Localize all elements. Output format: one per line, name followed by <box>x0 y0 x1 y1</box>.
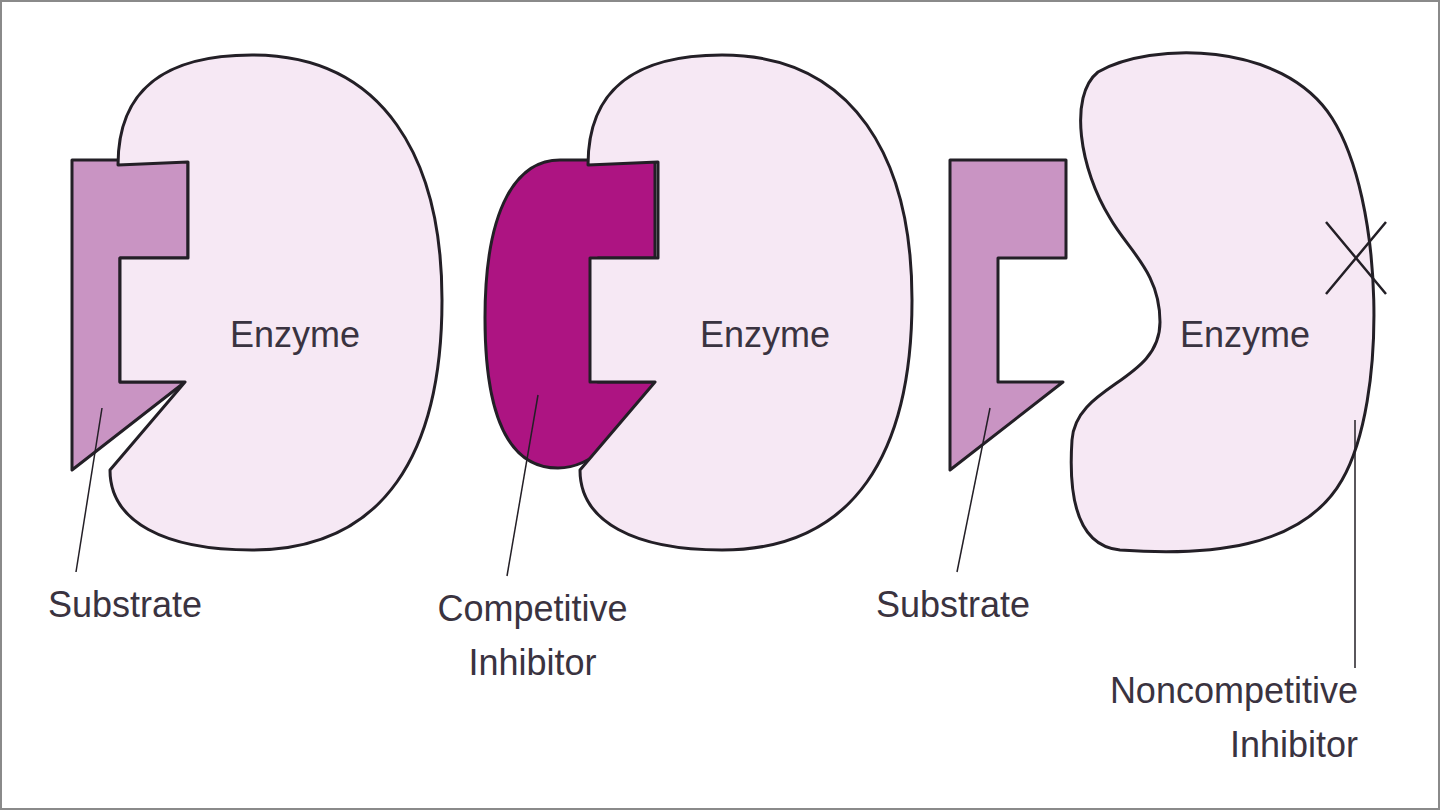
leader-line <box>507 395 538 576</box>
substrate-label: Substrate <box>48 578 278 632</box>
inhibitor-label: Noncompetitive Inhibitor <box>1000 664 1358 772</box>
substrate-label: Substrate <box>876 578 1106 632</box>
enzyme-shape <box>1060 35 1400 565</box>
substrate-shape <box>60 150 200 620</box>
enzyme-node: Enzyme <box>570 45 920 560</box>
binding-site-mark <box>1326 222 1386 294</box>
enzyme-shape <box>100 45 450 560</box>
enzyme-shape-outline <box>110 55 442 550</box>
substrate-shape <box>940 150 1080 620</box>
enzyme-label: Enzyme <box>190 308 400 362</box>
enzyme-shape-outline <box>1071 53 1374 552</box>
enzyme-label: Enzyme <box>1140 308 1350 362</box>
substrate-shape-outline <box>950 160 1066 470</box>
leader-line <box>1354 420 1356 668</box>
substrate-node: Substrate <box>60 150 200 620</box>
leader-line <box>76 408 102 572</box>
enzyme-node: Enzyme <box>1060 35 1400 565</box>
enzyme-label: Enzyme <box>660 308 870 362</box>
enzyme-shape <box>570 45 920 560</box>
substrate-node: Substrate <box>940 150 1080 620</box>
leader-line <box>957 408 990 572</box>
competitive-inhibitor-label: Competitive Inhibitor <box>395 582 670 690</box>
enzyme-node: Enzyme <box>100 45 450 560</box>
enzyme-shape-outline <box>580 55 912 550</box>
